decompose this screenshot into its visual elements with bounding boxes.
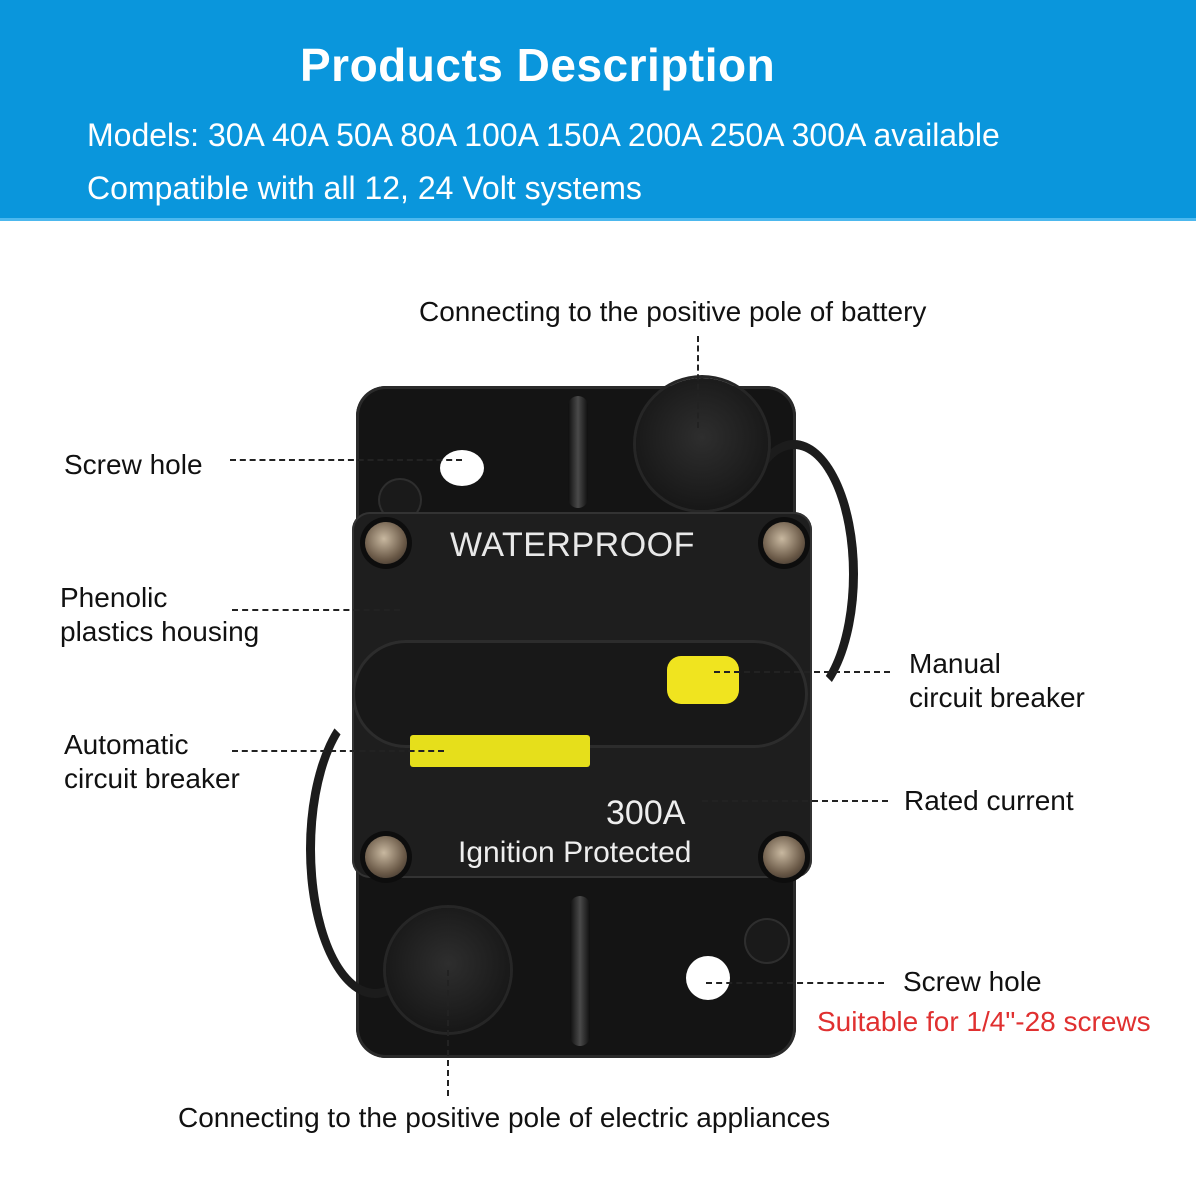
callout-appliance-terminal: Connecting to the positive pole of elect… xyxy=(178,1102,831,1133)
leader-rated-current xyxy=(702,800,888,802)
callout-manual-1: Manual xyxy=(909,648,1001,679)
callout-housing-1: Phenolic xyxy=(60,582,168,613)
leader-screw-bottom xyxy=(706,982,884,984)
callout-automatic-2: circuit breaker xyxy=(64,763,240,794)
manual-trip-button[interactable] xyxy=(667,656,739,704)
top-pin xyxy=(568,396,588,508)
callout-screw-hole-top: Screw hole xyxy=(64,449,203,480)
leader-battery xyxy=(697,336,699,428)
screw-top-left xyxy=(365,522,407,564)
callout-rated-current: Rated current xyxy=(904,785,1074,816)
leader-housing xyxy=(232,609,400,611)
screw-top-right xyxy=(763,522,805,564)
callout-automatic-1: Automatic xyxy=(64,729,189,760)
leader-manual xyxy=(714,671,890,673)
bottom-right-bump xyxy=(744,918,790,964)
screw-bottom-right xyxy=(763,836,805,878)
leader-automatic xyxy=(232,750,444,752)
callout-battery-terminal: Connecting to the positive pole of batte… xyxy=(419,296,927,327)
bottom-pin xyxy=(570,896,590,1046)
compatibility-line: Compatible with all 12, 24 Volt systems xyxy=(87,170,642,206)
banner-title: Products Description xyxy=(300,39,776,91)
rating-label: 300A xyxy=(606,794,686,832)
bottom-cap-cable xyxy=(306,700,444,998)
callout-screw-note: Suitable for 1/4"-28 screws xyxy=(817,1006,1151,1037)
ignition-protected-label: Ignition Protected xyxy=(458,836,692,869)
callout-manual-2: circuit breaker xyxy=(909,682,1085,713)
models-line: Models: 30A 40A 50A 80A 100A 150A 200A 2… xyxy=(87,117,1000,153)
battery-terminal-cap xyxy=(636,378,768,510)
header-banner: Products Description Models: 30A 40A 50A… xyxy=(0,0,1196,221)
leader-screw-top xyxy=(230,459,462,461)
screw-hole-top xyxy=(440,450,484,486)
screw-hole-bottom xyxy=(686,956,730,1000)
callout-screw-hole-bottom: Screw hole xyxy=(903,966,1042,997)
screw-bottom-left xyxy=(365,836,407,878)
callout-housing-2: plastics housing xyxy=(60,616,260,647)
leader-appliance xyxy=(447,970,449,1096)
lever-housing xyxy=(352,640,808,748)
top-cap-cable xyxy=(730,440,858,708)
waterproof-label: WATERPROOF xyxy=(450,526,695,564)
